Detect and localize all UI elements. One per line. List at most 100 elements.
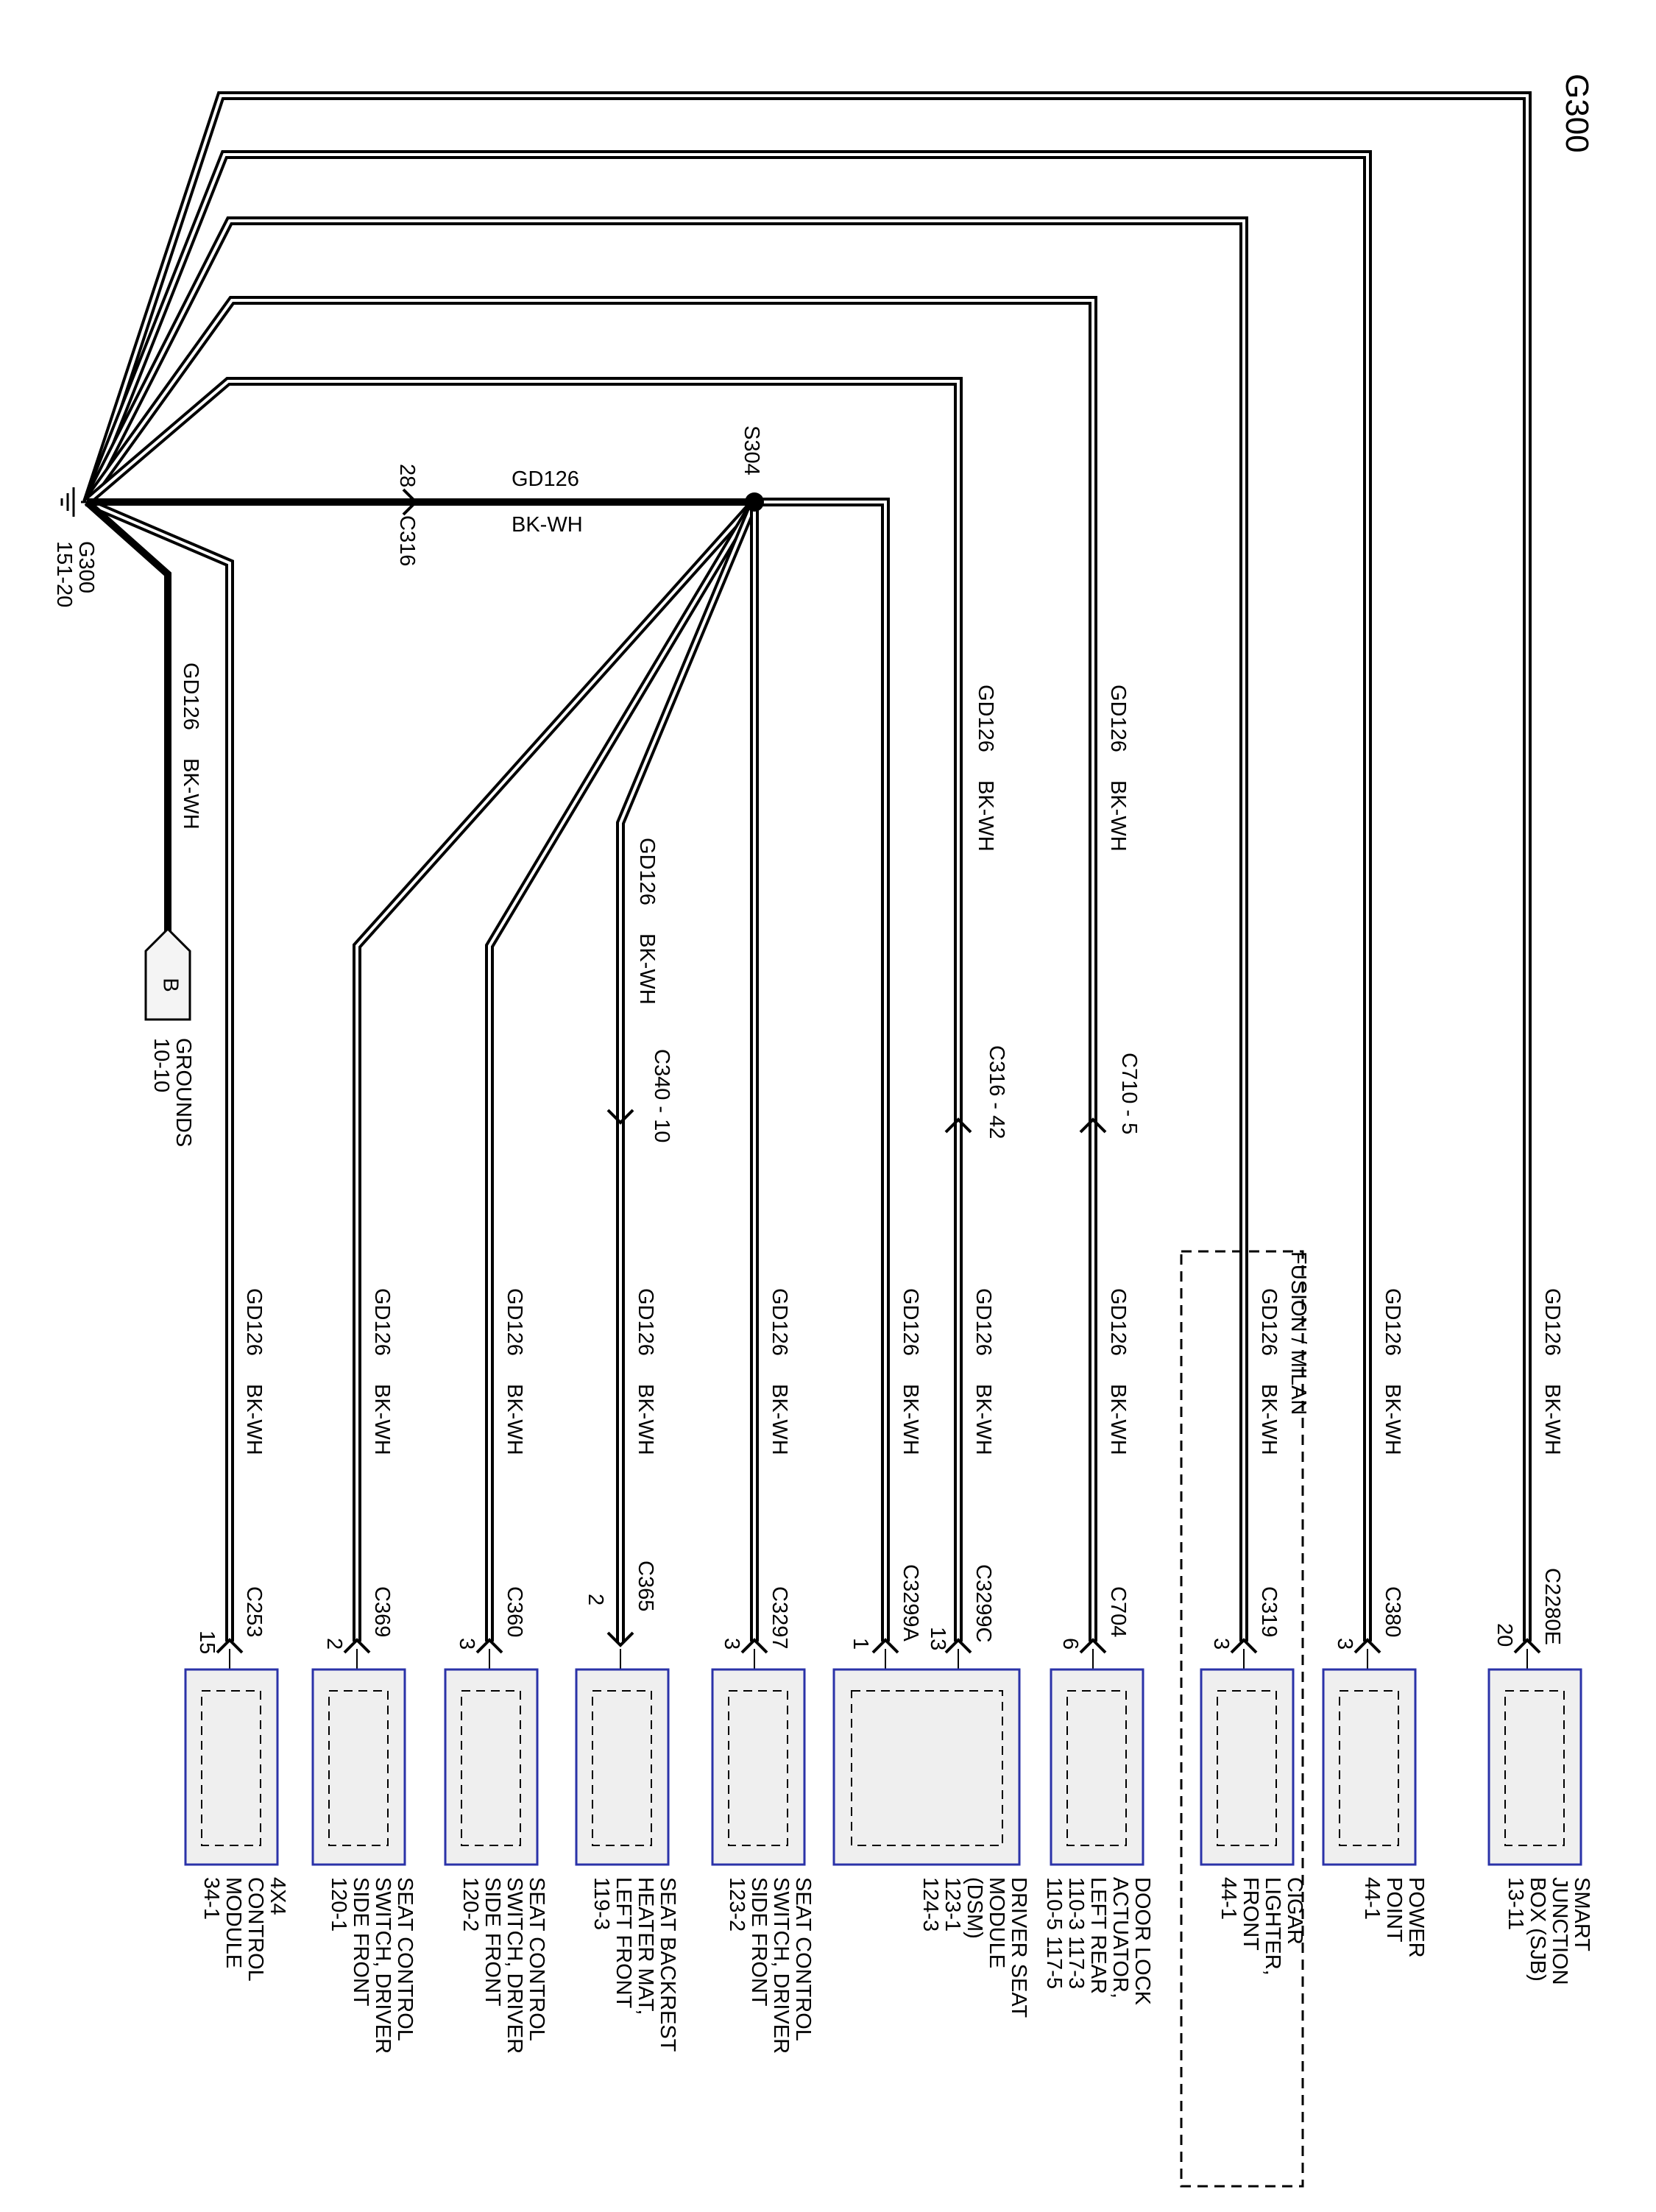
wire-color: BK-WH [635, 933, 659, 1005]
component-door-lock-actuator [1050, 1668, 1144, 1866]
component-smart-junction-box [1487, 1668, 1582, 1866]
component-boxes [184, 1668, 1582, 1866]
component-pin-number: 1 [849, 1638, 872, 1650]
wire-circuit: GD126 [974, 685, 997, 752]
component-name-line: SWITCH, DRIVER [769, 1877, 793, 2054]
component-name-line: 44-1 [1217, 1877, 1240, 1920]
component-connector-label: C369 [370, 1586, 394, 1637]
component-connector-label: C380 [1381, 1586, 1404, 1637]
component-name-line: LIGHTER, [1261, 1877, 1284, 1976]
component-connector-label: C704 [1106, 1586, 1130, 1637]
wire-color: BK-WH [972, 1384, 995, 1455]
component-connector-label: C319 [1257, 1586, 1281, 1637]
diagram-title: G300 [1559, 74, 1595, 153]
wire-color: BK-WH [1257, 1384, 1281, 1455]
wire-color: BK-WH [370, 1384, 394, 1455]
wire-circuit: GD126 [972, 1288, 995, 1356]
component-name-line: LEFT FRONT [612, 1877, 635, 2009]
component-name-line: FRONT [1239, 1877, 1262, 1951]
wire-circuit: GD126 [242, 1288, 266, 1356]
component-pin-number: 3 [1333, 1638, 1356, 1650]
component-heater-mat [575, 1668, 670, 1866]
wire-circuit: GD126 [1540, 1288, 1564, 1356]
wire-color: BK-WH [1106, 1384, 1130, 1455]
wire-ground-ref-b [84, 499, 171, 935]
c340-label: C340 - 10 [650, 1049, 673, 1142]
wire-circuit: GD126 [768, 1288, 791, 1356]
ground-ref-flag: B [144, 927, 191, 1021]
wire-heater-mat [616, 500, 759, 1642]
component-pin-number: 20 [1493, 1623, 1516, 1647]
component-name-line: 110-5 117-5 [1042, 1877, 1066, 1989]
component-name-line: SIDE FRONT [349, 1877, 372, 2007]
component-name-line: SIDE FRONT [481, 1877, 504, 2007]
double-wires [82, 91, 1532, 1642]
component-name-line: JUNCTION [1548, 1877, 1571, 1985]
component-name-line: SEAT CONTROL [791, 1877, 815, 2041]
inline-connector-icons [402, 488, 1107, 1134]
fusion-milan-label: FUSION / MILAN [1287, 1251, 1310, 1415]
component-pin-number: 2 [584, 1594, 607, 1605]
component-driver-seat-module [832, 1668, 1021, 1866]
wire-dsm-c3299a [754, 498, 890, 1642]
component-seat-switch-123-2 [711, 1668, 806, 1866]
wire-seat-switch-120-1 [353, 498, 758, 1642]
component-name-line: 124-3 [919, 1877, 942, 1932]
c316-42-chevron-icon [944, 1117, 972, 1134]
component-name-line: HEATER MAT, [634, 1877, 657, 2015]
component-name-line: 123-1 [941, 1877, 964, 1932]
component-pin-number: 3 [1209, 1638, 1233, 1650]
wire-circuit: GD126 [1381, 1288, 1404, 1356]
wire-color: BK-WH [634, 1384, 657, 1455]
wire-color: BK-WH [242, 1384, 266, 1455]
c710-chevron-icon [1079, 1117, 1107, 1134]
component-pin-number: 3 [720, 1638, 743, 1650]
component-name-line: DRIVER SEAT [1007, 1877, 1030, 2018]
component-name-line: SWITCH, DRIVER [371, 1877, 394, 2054]
component-name-line: SMART [1570, 1877, 1593, 1951]
component-name-line: 123-2 [725, 1877, 749, 1932]
component-name-line: SWITCH, DRIVER [503, 1877, 526, 2054]
component-name-line: SEAT BACKREST [656, 1877, 679, 2052]
component-name-line: 119-3 [590, 1877, 613, 1930]
component-name-line: ACTUATOR, [1108, 1877, 1132, 1999]
component-connector-label: C2280E [1540, 1568, 1564, 1645]
wire-circuit: GD126 [634, 1288, 657, 1356]
component-name-line: 120-1 [327, 1877, 350, 1932]
component-name-line: SEAT CONTROL [525, 1877, 548, 2041]
c340-chevron-icon [606, 1109, 634, 1125]
component-name-line: 4X4 [266, 1877, 289, 1915]
component-name-line: MODULE [985, 1877, 1008, 1968]
component-name-line: CONTROL [244, 1877, 267, 1982]
component-pin-number: 15 [195, 1630, 219, 1654]
wire-circuit: GD126 [1106, 1288, 1130, 1356]
wire-circuit: GD126 [899, 1288, 922, 1356]
single-wires [84, 498, 754, 935]
wire-color: BK-WH [179, 758, 202, 830]
fusion-milan-region [1180, 1250, 1304, 2188]
labels: G300 G300 151-20 S304 28 C316 C340 - 10 … [52, 74, 1595, 1415]
splice-label: S304 [740, 425, 763, 476]
component-connector-label: C3299C [972, 1564, 995, 1642]
component-name-line: MODULE [222, 1877, 245, 1968]
component-connector-label: C3297 [768, 1586, 791, 1649]
component-name-line: LEFT REAR [1086, 1877, 1110, 1994]
component-name-line: SEAT CONTROL [393, 1877, 417, 2041]
component-pin-number: 13 [926, 1627, 949, 1650]
wire-circuit: GD126 [179, 662, 202, 730]
component-name-line: 13-11 [1504, 1877, 1527, 1930]
wire-circuit: GD126 [1106, 685, 1130, 752]
component-4x4-control-module [184, 1668, 279, 1866]
wire-color: BK-WH [1540, 1384, 1564, 1455]
c316-pin: 28 [395, 464, 419, 487]
component-name-line: (DSM) [963, 1877, 986, 1939]
component-name-line: CIGAR [1283, 1877, 1306, 1945]
c316-label: C316 [395, 515, 419, 566]
wire-color: BK-WH [1381, 1384, 1404, 1455]
wire-circuit: GD126 [503, 1288, 526, 1356]
wire-color-horizontal: BK-WH [512, 513, 583, 537]
splice-point [745, 492, 764, 512]
